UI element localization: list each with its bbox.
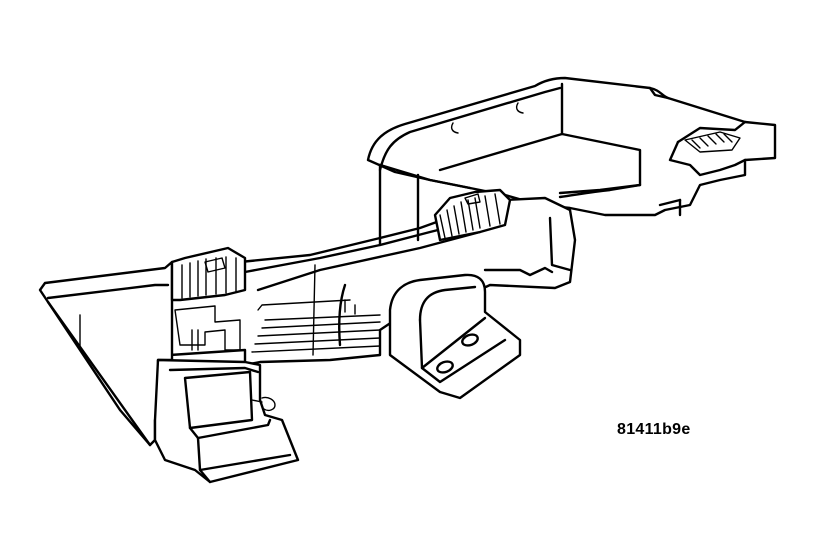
central-channel [168, 163, 577, 367]
left-clip [170, 246, 247, 351]
upper-tray [366, 76, 777, 217]
front-pedestal [153, 358, 300, 484]
mounting-bracket [388, 273, 522, 400]
figure-reference-code: 81411b9e [617, 421, 691, 438]
left-wing [38, 260, 174, 447]
